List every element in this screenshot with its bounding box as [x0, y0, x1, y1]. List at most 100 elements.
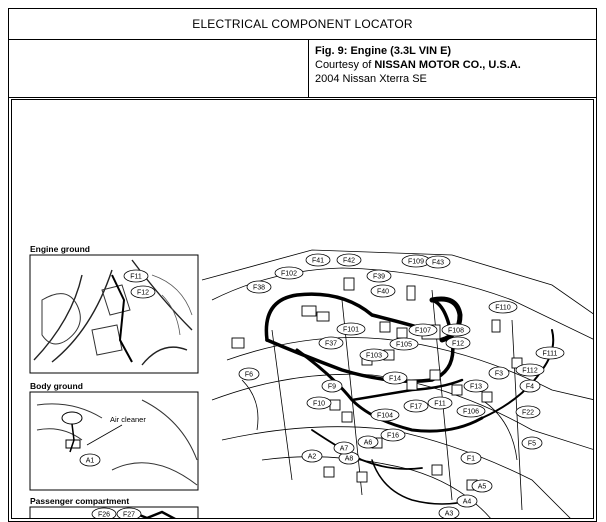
- connector-callout-text: F41: [312, 258, 324, 265]
- connector-callout-text: F13: [470, 384, 482, 391]
- connector-callout-text: F42: [343, 258, 355, 265]
- connector-callout-f107: F107: [408, 323, 438, 337]
- connector-callout-bubble: [521, 436, 543, 450]
- connector-callout-f104: F104: [370, 408, 400, 422]
- connector-callout-f101: F101: [336, 322, 366, 336]
- connector-callout-bubble: [535, 346, 565, 360]
- connector-callout-f17: F17: [403, 399, 429, 413]
- connector-callout-bubble: [463, 379, 489, 393]
- connector-callout-bubble: [488, 300, 518, 314]
- connector-callout-text: F11: [130, 274, 142, 281]
- connector-callout-bubble: [238, 367, 260, 381]
- connector-callout-f102: F102: [274, 266, 304, 280]
- connector-callout-text: F107: [415, 328, 431, 335]
- connector-callout-text: A2: [308, 454, 317, 461]
- connector-callout-bubble: [515, 405, 541, 419]
- connector-callout-bubble: [438, 506, 460, 518]
- connector-callout-a7: A7: [333, 441, 355, 455]
- connector-callout-f3: F3: [488, 366, 510, 380]
- connector-callout-bubble: [389, 337, 419, 351]
- connector-callout-text: F5: [528, 441, 536, 448]
- connector-callout-bubble: [403, 399, 429, 413]
- connector-callout-f16: F16: [380, 428, 406, 442]
- connector-callout-bubble: [460, 451, 482, 465]
- connector-callout-f38: F38: [246, 280, 272, 294]
- info-blank-cell: [9, 39, 309, 97]
- connector-callout-text: F112: [522, 368, 538, 375]
- engine-diagram: Engine ground Body ground Passenger comp…: [11, 99, 594, 519]
- connector-callout-a2: A2: [301, 449, 323, 463]
- connector-callout-bubble: [357, 435, 379, 449]
- connector-callout-text: F110: [495, 305, 511, 312]
- connector-callout-bubble: [79, 453, 101, 467]
- engine-ground-inset: [29, 254, 199, 374]
- connector-callout-f11: F11: [123, 269, 149, 283]
- connector-callout-f14: F14: [382, 371, 408, 385]
- vehicle-name: 2004 Nissan Xterra SE: [315, 73, 427, 85]
- courtesy-prefix: Courtesy of: [315, 59, 375, 71]
- connector-callout-text: F11: [434, 401, 446, 408]
- connector-callout-bubble: [456, 494, 478, 508]
- connector-callout-text: A6: [364, 440, 373, 447]
- connector-callout-text: F9: [328, 384, 336, 391]
- locator-frame: ELECTRICAL COMPONENT LOCATOR Fig. 9: Eng…: [8, 8, 597, 522]
- connector-callout-f41: F41: [305, 253, 331, 267]
- connector-callout-text: F105: [396, 342, 412, 349]
- connector-callout-f112: F112: [515, 363, 545, 377]
- connector-callout-bubble: [305, 253, 331, 267]
- connector-callout-bubble: [471, 479, 493, 493]
- connector-callout-text: F12: [137, 290, 149, 297]
- connector-callout-text: F103: [366, 353, 382, 360]
- connector-callout-a3: A3: [438, 506, 460, 518]
- connector-callout-text: F43: [432, 260, 444, 267]
- connector-callout-bubble: [382, 371, 408, 385]
- body-ground-inset: [29, 391, 199, 491]
- section-passenger-compartment: Passenger compartment: [30, 496, 129, 506]
- connector-callout-text: F37: [325, 341, 337, 348]
- connector-callout-f108: F108: [441, 323, 471, 337]
- connector-callout-text: F111: [543, 351, 558, 358]
- connector-callout-text: A8: [345, 456, 354, 463]
- connector-callout-f27: F27: [116, 507, 142, 519]
- connector-callout-bubble: [519, 379, 541, 393]
- connector-callout-bubble: [321, 379, 343, 393]
- figure-caption: Fig. 9: Engine (3.3L VIN E) Courtesy of …: [315, 44, 521, 86]
- connector-callout-f6: F6: [238, 367, 260, 381]
- connector-callout-f40: F40: [370, 284, 396, 298]
- connector-callout-f43: F43: [425, 255, 451, 269]
- connector-callout-bubble: [359, 348, 389, 362]
- connector-callout-f103: F103: [359, 348, 389, 362]
- connector-callout-bubble: [408, 323, 438, 337]
- connector-callout-text: F39: [373, 274, 385, 281]
- connector-callout-bubble: [336, 322, 366, 336]
- connector-callout-text: F102: [281, 271, 297, 278]
- section-body-ground: Body ground: [30, 381, 83, 391]
- connector-callout-f12: F12: [445, 336, 471, 350]
- connector-callout-bubble: [116, 507, 142, 518]
- connector-callout-f110: F110: [488, 300, 518, 314]
- connector-callout-f37: F37: [318, 336, 344, 350]
- connector-callout-f12: F12: [130, 285, 156, 299]
- page-title: ELECTRICAL COMPONENT LOCATOR: [9, 9, 596, 40]
- connector-callout-f22: F22: [515, 405, 541, 419]
- connector-callout-f42: F42: [336, 253, 362, 267]
- connector-callout-text: F109: [408, 259, 424, 266]
- connector-callout-text: F16: [387, 433, 399, 440]
- section-engine-ground: Engine ground: [30, 244, 90, 254]
- connector-callout-text: F106: [463, 409, 479, 416]
- connector-callout-text: F12: [452, 341, 464, 348]
- figure-title: Fig. 9: Engine (3.3L VIN E): [315, 45, 452, 57]
- connector-callout-bubble: [441, 323, 471, 337]
- connector-callout-text: F6: [245, 372, 253, 379]
- connector-callout-text: F38: [253, 285, 265, 292]
- connector-callout-bubble: [366, 269, 392, 283]
- connector-callout-f4: F4: [519, 379, 541, 393]
- connector-callout-bubble: [380, 428, 406, 442]
- air-cleaner-label: Air cleaner: [110, 415, 146, 424]
- connector-callout-f111: F111: [535, 346, 565, 360]
- connector-callout-a6: A6: [357, 435, 379, 449]
- connector-callout-text: A7: [340, 446, 349, 453]
- connector-callout-bubble: [130, 285, 156, 299]
- connector-callout-text: F27: [123, 512, 135, 519]
